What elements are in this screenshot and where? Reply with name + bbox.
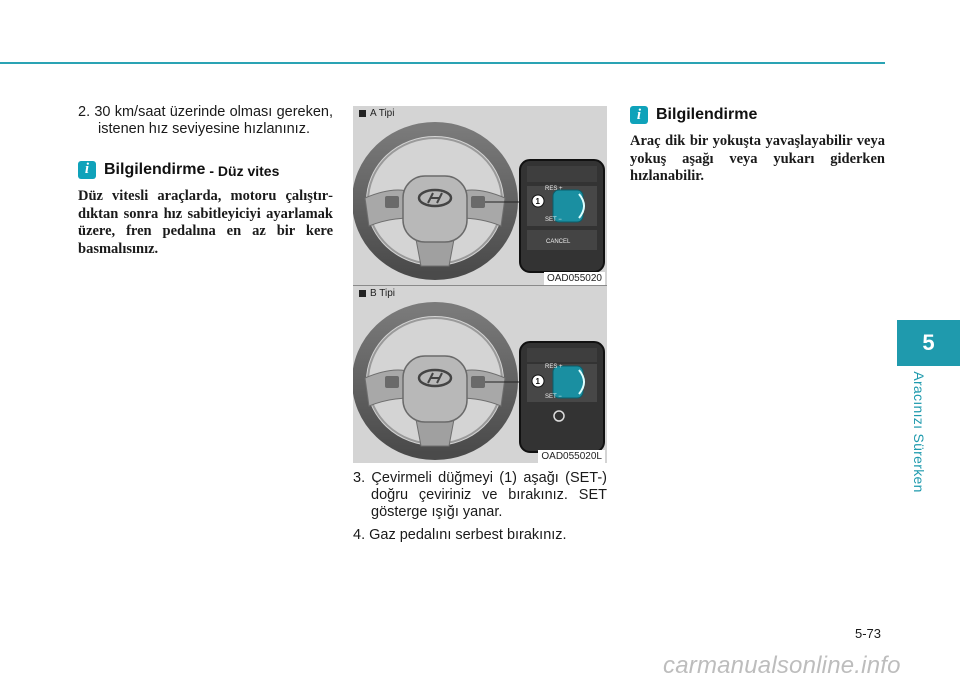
info-subtitle: - Düz vites (209, 163, 280, 179)
middle-column: 3. Çevirmeli düğmeyi (1) aşağı (SET-) do… (353, 470, 607, 550)
info-body-manual: Düz vitesli araçlarda, motoru çalıştır­d… (78, 188, 333, 257)
header-rule (0, 62, 885, 64)
button-res-b: RES + (545, 364, 563, 370)
info-title: Bilgilendirme (656, 106, 758, 123)
info-title: Bilgilendirme (104, 160, 206, 178)
button-res-a: RES + (545, 186, 563, 192)
right-column: i Bilgilendirme Araç dik bir yokuşta yav… (630, 106, 885, 186)
step-2: 2. 30 km/saat üzerinde olması gere­ken, … (78, 104, 333, 137)
step-3: 3. Çevirmeli düğmeyi (1) aşağı (SET-) do… (353, 470, 607, 520)
left-column: 2. 30 km/saat üzerinde olması gere­ken, … (78, 104, 333, 258)
info-heading-slope: i Bilgilendirme (630, 106, 885, 124)
steering-wheel-b-illustration: RES + SET − 1 (353, 302, 605, 460)
chapter-title: Aracınızı Sürerken (911, 371, 927, 493)
type-label-a: A Tipi (359, 108, 394, 119)
info-body-slope: Araç dik bir yokuşta yavaşlayabilir veya… (630, 133, 885, 184)
figure-type-b: RES + SET − 1 B Tipi OAD055020L (353, 285, 607, 463)
page-number: 5-73 (855, 626, 882, 641)
figure-code-a: OAD055020 (543, 272, 605, 285)
callout-1-b: 1 (536, 377, 541, 386)
chapter-tab: 5 (897, 320, 960, 366)
info-icon: i (630, 106, 648, 124)
square-bullet-icon (359, 110, 366, 117)
callout-1-a: 1 (536, 197, 541, 206)
steering-wheel-a-illustration: RES + SET − CANCEL 1 (353, 122, 605, 280)
button-set-b: SET − (545, 394, 562, 400)
watermark: carmanualsonline.info (663, 652, 901, 679)
info-heading-manual: i Bilgilendirme - Düz vites (78, 160, 333, 179)
step-4: 4. Gaz pedalını serbest bırakınız. (353, 527, 567, 543)
type-label-b: B Tipi (359, 288, 395, 299)
button-set-a: SET − (545, 217, 562, 223)
info-icon: i (78, 160, 96, 179)
square-bullet-icon (359, 290, 366, 297)
figure-type-a: RES + SET − CANCEL 1 A Tipi OAD055020 (353, 106, 607, 285)
button-cancel-a: CANCEL (546, 239, 571, 245)
figure-code-b: OAD055020L (538, 450, 605, 463)
